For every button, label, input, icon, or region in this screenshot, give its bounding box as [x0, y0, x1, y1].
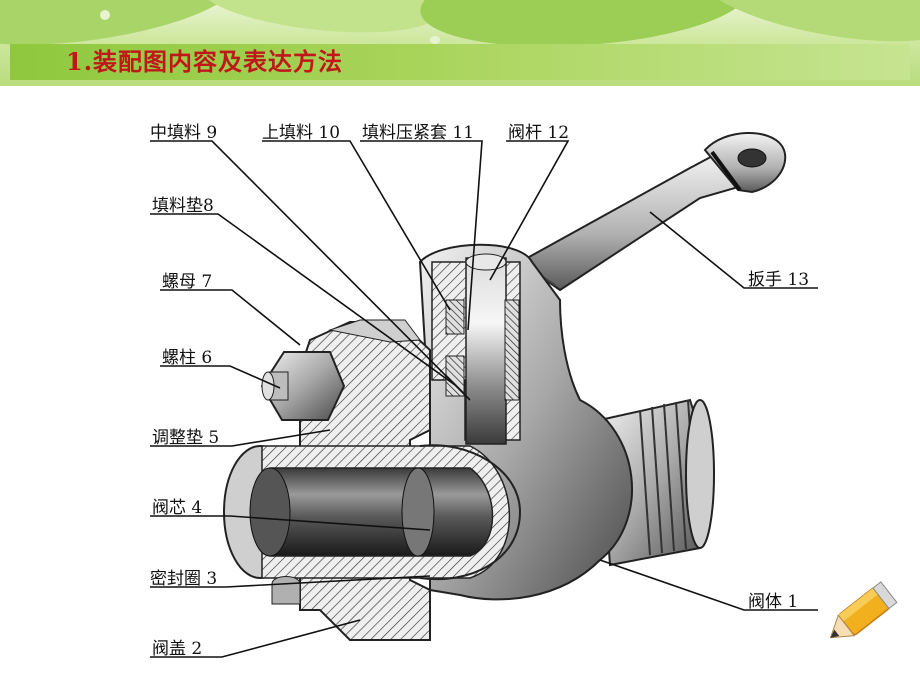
label-nut: 螺母 7 [162, 272, 213, 292]
label-packing-washer: 填料垫8 [152, 196, 214, 216]
label-stud: 螺柱 6 [162, 348, 213, 368]
label-valve-core: 阀芯 4 [152, 498, 203, 518]
label-upper-packing: 上填料 10 [262, 123, 341, 143]
leaf-decoration [430, 36, 440, 44]
leader-lines [150, 140, 818, 658]
nut-and-stud-part [260, 351, 346, 605]
title-bar [10, 44, 910, 80]
outlet-thread [598, 398, 715, 567]
handle-part [518, 132, 787, 292]
label-seal-ring: 密封圈 3 [150, 569, 218, 589]
valve-core-part [223, 444, 522, 581]
label-middle-packing: 中填料 9 [150, 123, 218, 143]
label-valve-stem: 阀杆 12 [508, 123, 570, 143]
label-valve-cover: 阀盖 2 [152, 639, 203, 659]
slide-title: 1.装配图内容及表达方法 [66, 47, 344, 76]
leaf-decoration [100, 10, 110, 20]
pencil-icon [829, 581, 898, 639]
valve-stem-part [445, 253, 520, 445]
label-packing-gland: 填料压紧套 11 [362, 123, 475, 143]
label-adjusting-washer: 调整垫 5 [152, 428, 220, 448]
label-handle: 扳手 13 [748, 270, 810, 290]
label-valve-body: 阀体 1 [748, 592, 799, 612]
